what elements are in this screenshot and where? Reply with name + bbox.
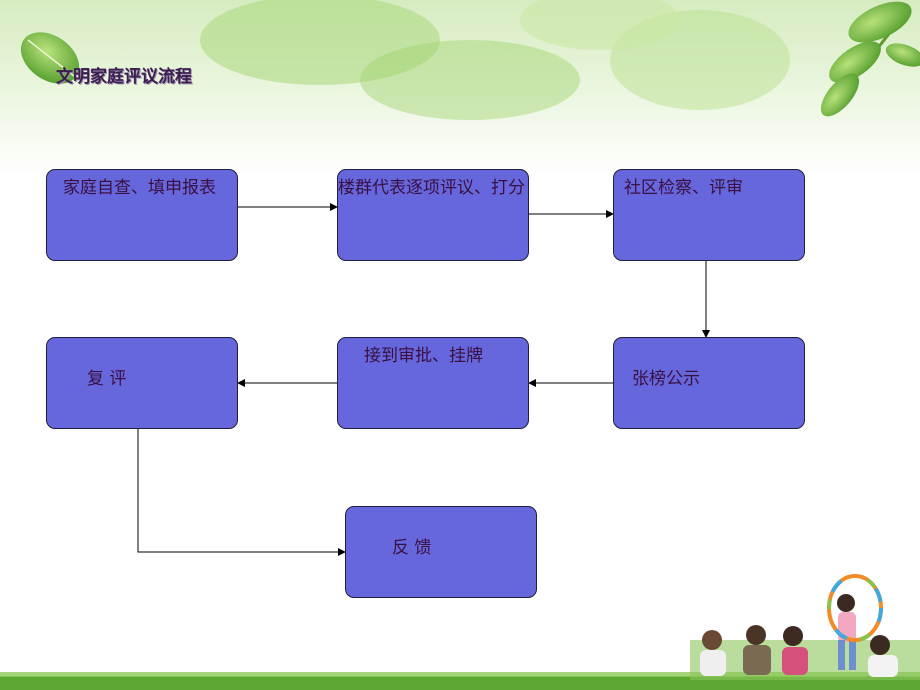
step-approval-label: 接到审批、挂牌 [364,346,483,366]
step-feedback: 反 馈 [345,506,537,598]
step-publicity: 张榜公示 [613,337,805,429]
family-photo [690,574,920,680]
step-community-review-label: 社区检察、评审 [624,178,743,198]
page-title: 文明家庭评议流程 [56,67,192,87]
step-publicity-label: 张榜公示 [632,369,700,389]
step-self-check-label: 家庭自查、填申报表 [63,178,216,198]
step-building-review-label: 楼群代表逐项评议、打分 [338,178,525,198]
step-re-review: 复 评 [46,337,238,429]
step-feedback-label: 反 馈 [392,538,432,558]
step-building-review: 楼群代表逐项评议、打分 [337,169,529,261]
step-re-review-label: 复 评 [87,369,127,389]
step-community-review: 社区检察、评审 [613,169,805,261]
branch-icon [820,1,920,117]
leaf-icon [20,32,80,84]
step-self-check: 家庭自查、填申报表 [46,169,238,261]
step-approval: 接到审批、挂牌 [337,337,529,429]
